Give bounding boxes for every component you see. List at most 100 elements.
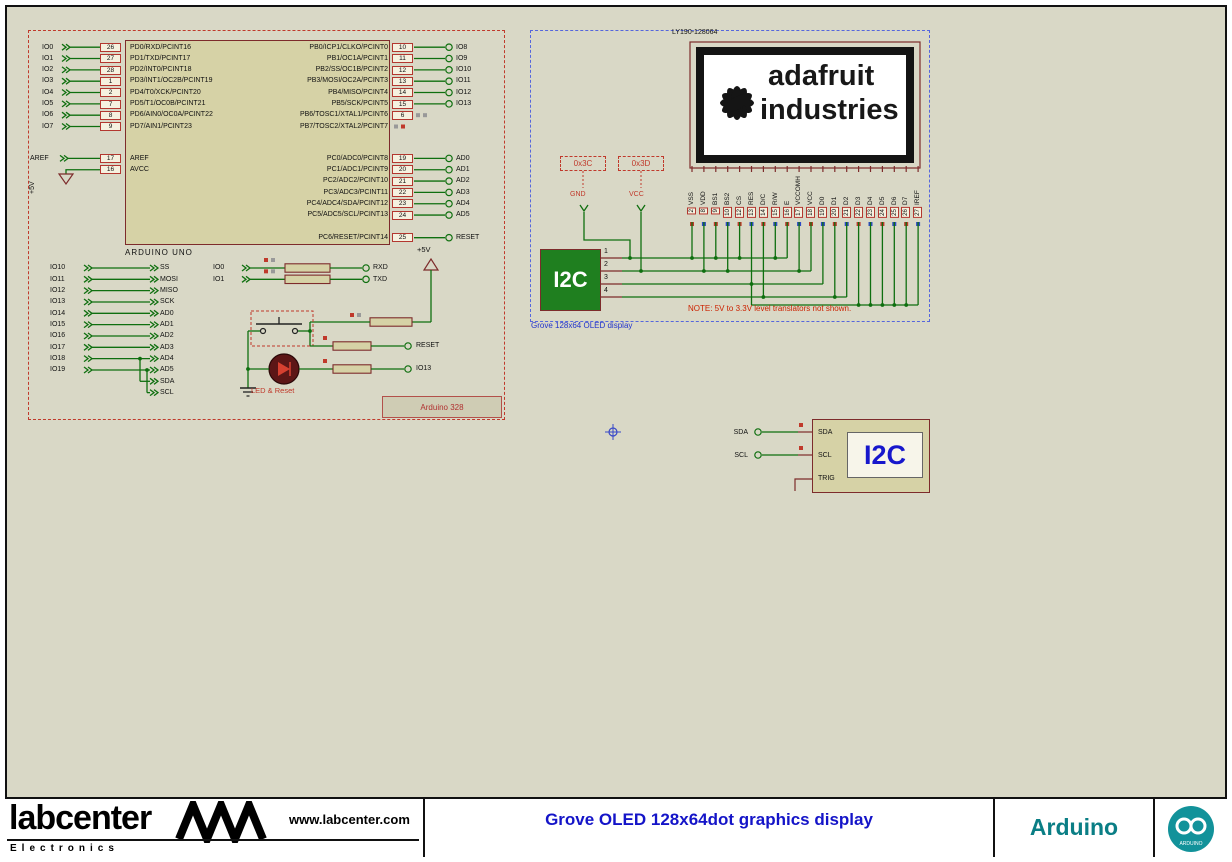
pin-name: R/W — [771, 192, 779, 205]
pin-name: PD3/INT1/OC2B/PCINT19 — [130, 77, 213, 85]
grove-i2c-block[interactable]: I2C — [540, 249, 601, 311]
terminal-label[interactable]: IO8 — [456, 43, 468, 51]
signal-label[interactable]: AD2 — [160, 332, 174, 340]
brand-line2: industries — [760, 94, 899, 126]
gnd-net-label[interactable]: GND — [570, 191, 586, 198]
oled-pin[interactable]: D0 19 — [817, 171, 829, 218]
pin-row: PC5/ADC5/SCL/PCINT13 24 AD5 — [230, 209, 510, 220]
signal-label[interactable]: AD0 — [160, 309, 174, 317]
pin-number: 8 — [100, 110, 121, 120]
signal-label[interactable]: TXD — [373, 275, 387, 283]
terminal-label[interactable]: IO19 — [50, 366, 66, 374]
oled-pin[interactable]: VDD 8 — [698, 171, 710, 218]
signal-label[interactable]: MISO — [160, 286, 178, 294]
pin-name: PC3/ADC3/PCINT11 — [323, 188, 388, 196]
oled-pin[interactable]: D2 21 — [841, 171, 853, 218]
oled-pin[interactable]: VCCOMH 17 — [793, 171, 805, 218]
pc-pin-rows: PC0/ADC0/PCINT8 19 AD0 PC1/ADC1/PCINT9 2… — [230, 153, 510, 244]
oled-pin[interactable]: BS1 9 — [710, 171, 722, 218]
reset-terminal-label[interactable]: RESET — [416, 342, 440, 349]
signal-label[interactable]: AD3 — [160, 343, 174, 351]
terminal-label[interactable]: IO1 — [213, 275, 225, 283]
terminal-label[interactable]: IO13 — [456, 100, 472, 108]
terminal-label[interactable]: IO9 — [456, 54, 468, 62]
i2c-module[interactable]: I2C — [812, 419, 930, 493]
signal-label[interactable]: MOSI — [160, 275, 178, 283]
oled-pin[interactable]: E 16 — [781, 171, 793, 218]
terminal-label[interactable]: IO1 — [42, 54, 54, 62]
pin-number: 9 — [100, 122, 121, 132]
terminal-label[interactable]: IO14 — [50, 309, 66, 317]
arduino-328-label-box[interactable]: Arduino 328 — [382, 396, 502, 418]
pin-number: 1 — [604, 247, 608, 255]
net-label[interactable]: SDA — [733, 428, 748, 436]
oled-pin[interactable]: D3 22 — [852, 171, 864, 218]
terminal-label[interactable]: IO11 — [456, 77, 471, 85]
terminal-row: IO10 — [50, 262, 110, 273]
terminal-label[interactable]: IO10 — [50, 264, 66, 272]
net-label[interactable]: SCL — [734, 451, 748, 459]
terminal-label[interactable]: AD4 — [456, 200, 470, 207]
oled-pin[interactable]: BS2 10 — [722, 171, 734, 218]
oled-pin[interactable]: D4 23 — [864, 171, 876, 218]
terminal-label[interactable]: IO6 — [42, 111, 54, 119]
terminal-label[interactable]: AD0 — [456, 154, 470, 162]
pin-row: IO6 8 PD6/AIN0/OC0A/PCINT22 — [30, 109, 400, 120]
terminal-label[interactable]: IO16 — [50, 332, 66, 340]
signal-label[interactable]: AD4 — [160, 354, 174, 362]
pin-number: 6 — [392, 110, 413, 120]
power-5v-label[interactable]: +5V — [417, 245, 431, 254]
oled-pin[interactable]: D6 25 — [888, 171, 900, 218]
vcc-net-label[interactable]: VCC — [629, 191, 644, 198]
terminal-label[interactable]: AREF — [30, 154, 49, 162]
oled-pin[interactable]: D1 20 — [829, 171, 841, 218]
pin-number-row: 1 — [604, 245, 624, 258]
terminal-label[interactable]: AD5 — [456, 211, 470, 219]
terminal-label[interactable]: AD1 — [456, 166, 470, 174]
oled-pin[interactable]: CS 12 — [734, 171, 746, 218]
oled-pin[interactable]: D5 24 — [876, 171, 888, 218]
pin-number: 2 — [100, 88, 121, 98]
terminal-label[interactable]: IO2 — [42, 66, 54, 74]
oled-pin[interactable]: D7 26 — [900, 171, 912, 218]
oled-pin[interactable]: IREF 27 — [912, 171, 924, 218]
terminal-label[interactable]: IO13 — [50, 298, 66, 306]
pin-name: BS2 — [724, 192, 732, 205]
signal-label[interactable]: AD1 — [160, 320, 174, 328]
terminal-label[interactable]: IO11 — [50, 275, 65, 283]
pin-number: 21 — [392, 176, 413, 186]
terminal-label[interactable]: IO0 — [213, 264, 225, 272]
oled-pin[interactable]: RES 13 — [745, 171, 757, 218]
io13-terminal-label[interactable]: IO13 — [416, 365, 432, 372]
terminal-label[interactable]: IO0 — [42, 43, 54, 51]
signal-label[interactable]: SDA — [160, 377, 175, 385]
terminal-label[interactable]: IO4 — [42, 88, 54, 96]
terminal-label[interactable]: IO12 — [50, 286, 66, 294]
oled-pin[interactable]: VSS 2 — [686, 171, 698, 218]
oled-pin[interactable]: D/C 14 — [757, 171, 769, 218]
signal-label[interactable]: AD5 — [160, 366, 174, 374]
arduino-logo: ARDUINO — [1168, 806, 1214, 852]
terminal-label[interactable]: IO17 — [50, 343, 66, 351]
terminal-label[interactable]: AD2 — [456, 177, 470, 185]
signal-label[interactable]: SS — [160, 264, 170, 272]
signal-label[interactable]: SCK — [160, 298, 175, 306]
terminal-label[interactable]: IO15 — [50, 320, 66, 328]
power-5v-label[interactable]: +5V — [29, 181, 36, 194]
terminal-label[interactable]: IO3 — [42, 77, 54, 85]
oled-pin[interactable]: VCC 18 — [805, 171, 817, 218]
pin-row: IO3 1 PD3/INT1/OC2B/PCINT19 — [30, 75, 400, 86]
oled-pin[interactable]: R/W 15 — [769, 171, 781, 218]
atmega328-chip[interactable] — [125, 40, 390, 245]
terminal-label[interactable]: IO10 — [456, 66, 472, 74]
terminal-label[interactable]: IO12 — [456, 88, 472, 96]
terminal-label[interactable]: AD3 — [456, 188, 470, 196]
oled-caption: Grove 128x64 OLED display — [531, 321, 633, 330]
terminal-label[interactable]: RESET — [456, 233, 480, 241]
signal-label[interactable]: SCL — [160, 388, 174, 396]
terminal-label[interactable]: IO18 — [50, 354, 66, 362]
terminal-label[interactable]: IO5 — [42, 100, 54, 108]
terminal-label[interactable]: IO7 — [42, 122, 54, 130]
signal-label[interactable]: RXD — [373, 264, 388, 272]
